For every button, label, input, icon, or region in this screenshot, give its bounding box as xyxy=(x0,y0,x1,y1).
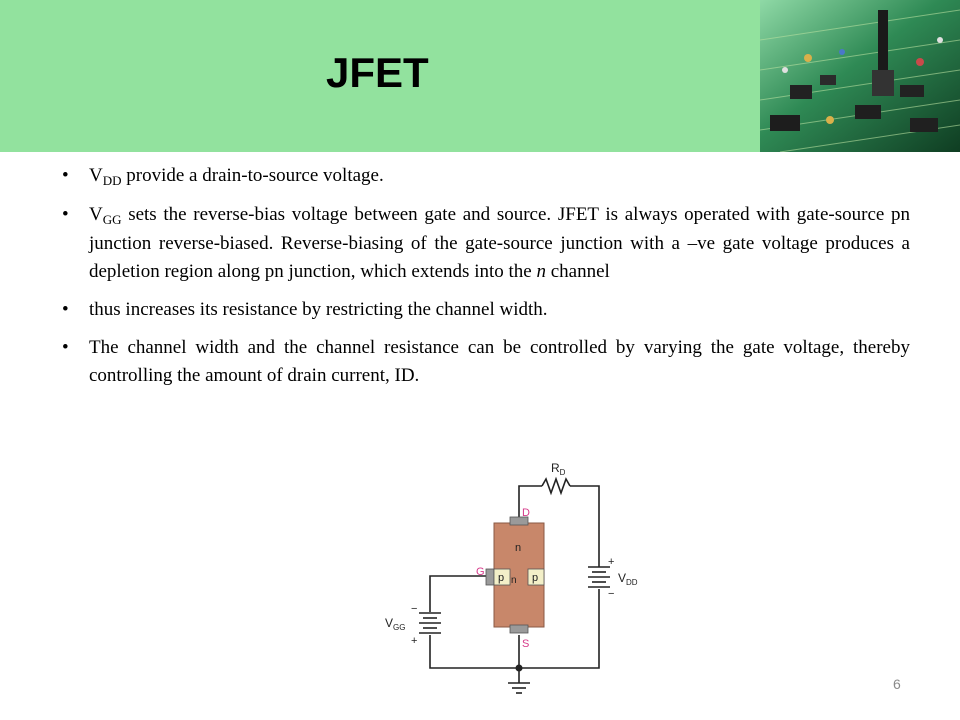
vgg-plus: + xyxy=(411,635,417,647)
resistor-label: RD xyxy=(551,461,566,477)
bullet-vgg-text: sets the reverse-bias voltage between ga… xyxy=(89,204,910,282)
vgg-minus: − xyxy=(411,603,417,615)
bullet-vdd-symbol: V xyxy=(89,165,103,186)
junction-dot xyxy=(515,664,523,672)
bullet-channel-width: The channel width and the channel resist… xyxy=(62,334,910,390)
drain-label: D xyxy=(522,507,530,519)
bullet-vgg-italic-n: n xyxy=(536,261,546,282)
p-right-label: p xyxy=(532,572,538,584)
bullet-resistance-text: thus increases its resistance by restric… xyxy=(89,299,548,320)
p-region-left xyxy=(493,568,511,586)
bullet-list: VDD provide a drain-to-source voltage. V… xyxy=(62,162,910,400)
circuit-wires xyxy=(429,476,600,683)
gate-label: G xyxy=(476,566,485,578)
jfet-circuit-diagram: RD D G S n p n p + − VDD − + VGG xyxy=(385,461,638,694)
bullet-channel-width-text: The channel width and the channel resist… xyxy=(89,337,910,386)
bullet-vgg-symbol: V xyxy=(89,204,103,225)
circuit-board-photo xyxy=(760,0,960,152)
ground-symbol xyxy=(508,682,530,694)
circuit-board-image xyxy=(760,0,960,152)
drain-resistor xyxy=(541,476,571,496)
vdd-label: VDD xyxy=(618,571,638,587)
vdd-battery xyxy=(588,566,610,588)
channel-label: n xyxy=(515,542,521,554)
bullet-vgg-subscript: GG xyxy=(102,212,122,227)
bullet-vgg-tail: channel xyxy=(545,261,610,282)
bullet-vdd-text: provide a drain-to-source voltage. xyxy=(121,165,384,186)
gate-contact xyxy=(485,568,495,586)
slide-title: JFET xyxy=(326,49,429,96)
bullet-resistance: thus increases its resistance by restric… xyxy=(62,296,910,324)
vgg-label: VGG xyxy=(385,616,405,632)
vdd-plus: + xyxy=(608,556,614,568)
n-small-label: n xyxy=(511,575,517,586)
bullet-vdd-subscript: DD xyxy=(102,173,122,188)
bullet-vgg: VGG sets the reverse-bias voltage betwee… xyxy=(62,201,910,286)
page-number: 6 xyxy=(893,676,901,692)
source-contact xyxy=(509,624,529,634)
header-band xyxy=(0,0,760,152)
p-region-right xyxy=(527,568,545,586)
source-label: S xyxy=(522,638,529,650)
vdd-minus: − xyxy=(608,588,614,600)
bullet-vdd: VDD provide a drain-to-source voltage. xyxy=(62,162,910,191)
vgg-battery xyxy=(419,612,441,634)
p-left-label: p xyxy=(498,572,504,584)
drain-contact xyxy=(509,516,529,526)
